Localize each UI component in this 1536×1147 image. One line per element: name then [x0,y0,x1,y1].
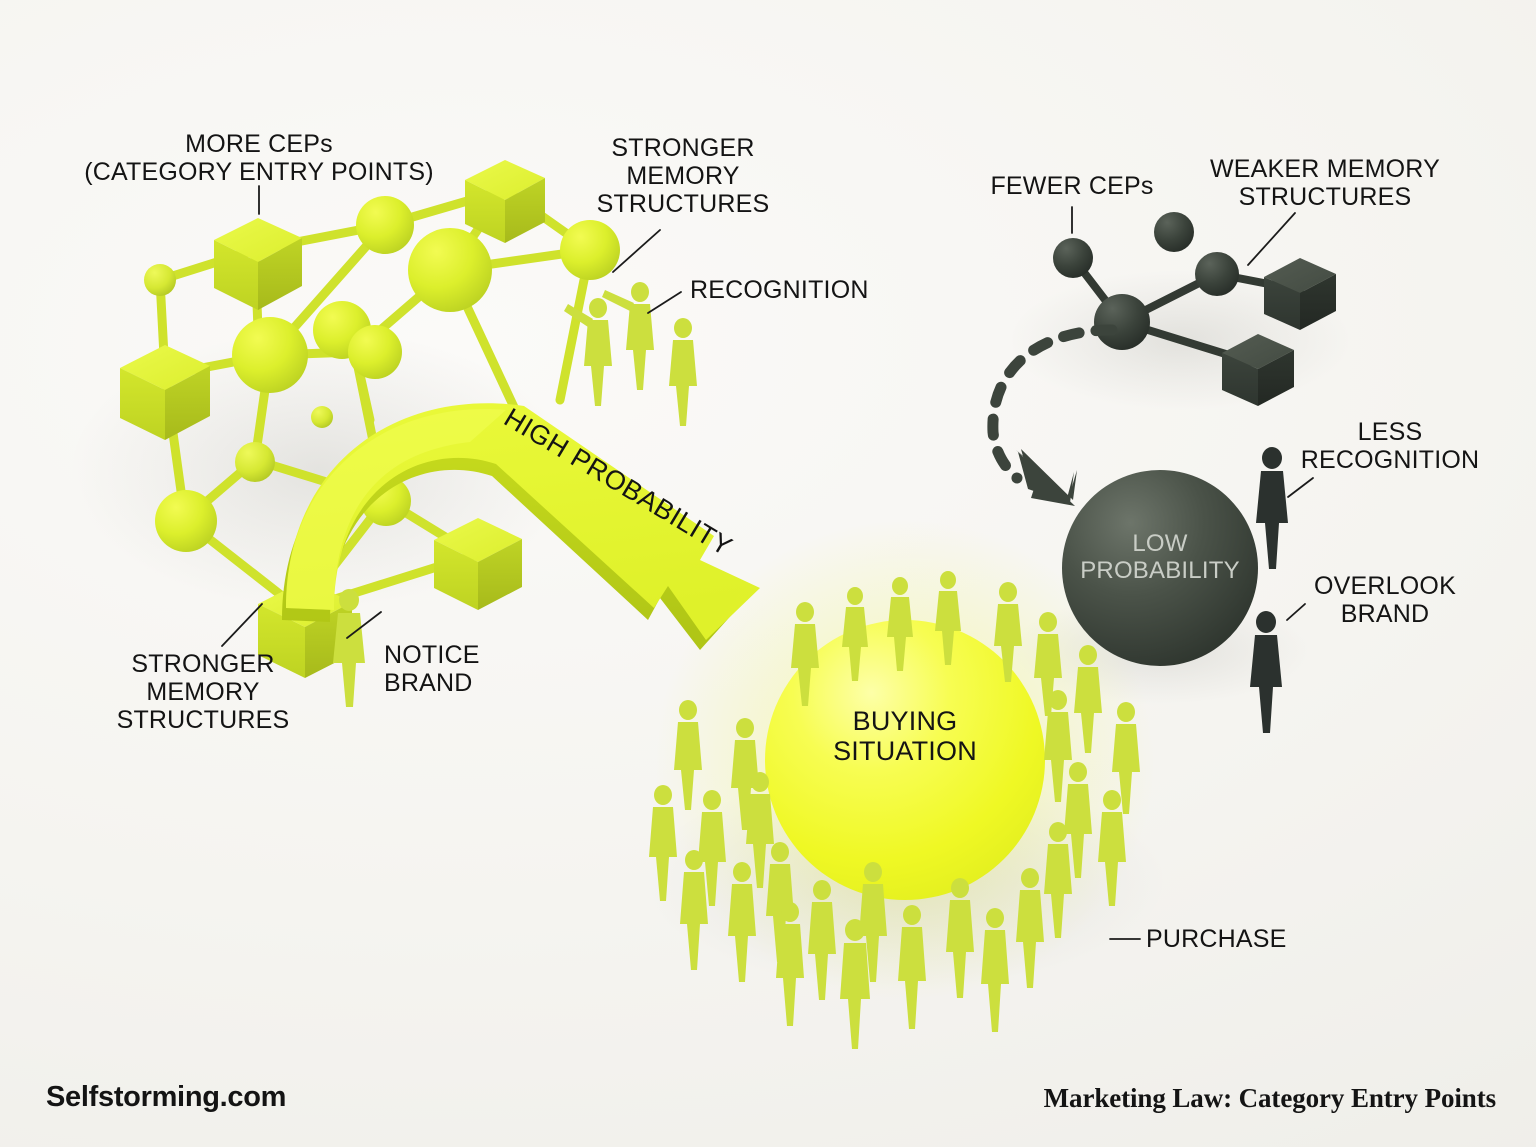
label-less-recognition: LESS RECOGNITION [1300,418,1480,474]
label-recognition: RECOGNITION [690,276,869,304]
label-stronger-memory-top: STRONGER MEMORY STRUCTURES [596,134,770,218]
label-purchase: PURCHASE [1146,925,1287,953]
low-probability-label: LOW PROBABILITY [1080,530,1240,584]
sphere-node [348,325,402,379]
buying-situation-label: BUYING SITUATION [833,706,977,767]
leader-notice-brand [346,611,382,639]
high-probability-arrow [282,403,760,650]
less-recognition-figure [1256,447,1288,569]
cube-node [120,345,210,440]
low-probability-sphere [1062,470,1258,666]
leader-recognition [647,291,682,314]
overlook-brand-figure [1250,611,1282,733]
leader-weaker-memory [1247,212,1296,266]
label-notice-brand: NOTICE BRAND [384,641,480,697]
cube-node [214,218,302,310]
dark-sphere-node [1053,238,1093,278]
notice-brand-figure [333,589,365,707]
leader-less-recognition [1287,477,1314,498]
label-stronger-memory-bottom: STRONGER MEMORY STRUCTURES [116,650,290,734]
left-network-graph [120,160,620,678]
low-probability-dashed-arrow [987,324,1118,506]
sphere-node [311,406,333,428]
dark-figures [1250,447,1288,733]
sphere-node [232,317,308,393]
label-fewer-ceps: FEWER CEPs [990,172,1154,200]
dark-cube-node [1222,334,1294,406]
label-overlook-brand: OVERLOOK BRAND [1314,572,1456,628]
dark-sphere-node [1094,294,1150,350]
dark-sphere-node [1195,252,1239,296]
label-more-ceps: MORE CEPs (CATEGORY ENTRY POINTS) [84,130,434,186]
dark-sphere-node [1154,212,1194,252]
label-weaker-memory: WEAKER MEMORY STRUCTURES [1210,155,1440,211]
sphere-node [235,442,275,482]
buying-situation-sphere [765,620,1045,900]
dark-cube-node [1264,258,1336,330]
leader-stronger-memory-bottom [221,603,263,647]
diagram-caption: Marketing Law: Category Entry Points [1043,1083,1496,1113]
cube-node [434,518,522,610]
leader-stronger-memory-top [612,229,661,273]
sphere-node [560,220,620,280]
sphere-node [356,196,414,254]
crowd-figures [649,571,1140,1049]
leader-lines [221,185,1314,940]
sphere-node [408,228,492,312]
leader-overlook-brand [1286,603,1306,621]
right-network-graph [1053,212,1336,406]
site-brand[interactable]: Selfstorming.com [46,1081,287,1113]
sphere-node [155,490,217,552]
sphere-node [144,264,176,296]
recognition-figures [564,282,697,426]
cube-node [465,160,545,243]
